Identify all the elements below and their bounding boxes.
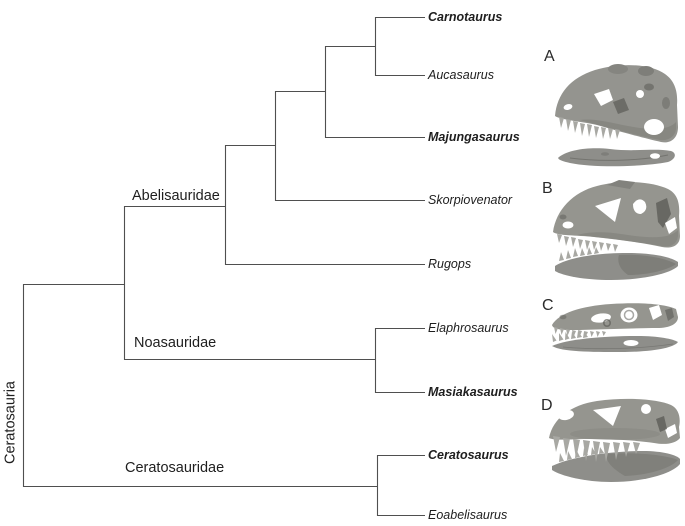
branch-root xyxy=(22,283,378,488)
taxon-label-elaphrosaurus: Elaphrosaurus xyxy=(428,321,509,335)
skull-a-image xyxy=(555,64,678,167)
skull-d-cranium xyxy=(549,398,680,462)
skull-b-image xyxy=(553,180,680,280)
panel-letter-a: A xyxy=(544,48,555,65)
skull-a-cranium xyxy=(555,64,678,143)
clade-label-ceratosauridae: Ceratosauridae xyxy=(125,460,225,476)
branch-abelisauridae-rugops xyxy=(224,144,425,266)
panel-letter-b: B xyxy=(542,180,553,197)
skull-c-lower-jaw xyxy=(552,331,678,352)
clade-label-abelisauridae: Abelisauridae xyxy=(132,188,220,204)
panel-letter-c: C xyxy=(542,297,554,314)
taxon-label-masiakasaurus: Masiakasaurus xyxy=(428,385,518,399)
branch-ceratosauridae xyxy=(376,454,425,517)
branch-skorpiovenator-node xyxy=(274,90,425,202)
skull-c-image xyxy=(552,303,678,352)
branch-abelisauroid-node xyxy=(123,205,376,361)
taxon-label-eoabelisaurus: Eoabelisaurus xyxy=(428,508,508,522)
skull-a-lower-jaw xyxy=(558,148,675,167)
taxon-label-rugops: Rugops xyxy=(428,257,472,271)
taxon-label-ceratosaurus: Ceratosaurus xyxy=(428,448,509,462)
clade-label-ceratosauria: Ceratosauria xyxy=(2,381,19,465)
panel-letter-d: D xyxy=(541,397,553,414)
taxon-label-aucasaurus: Aucasaurus xyxy=(428,68,495,82)
branch-majungasaurus-node xyxy=(324,45,425,139)
skull-d-image xyxy=(549,398,680,482)
branch-noasauridae xyxy=(374,327,425,394)
taxon-label-skorpiovenator: Skorpiovenator xyxy=(428,193,513,207)
skull-c-cranium xyxy=(552,303,678,337)
skull-d-lower-jaw xyxy=(552,447,680,482)
branch-carnotaurus-aucasaurus xyxy=(374,16,425,77)
taxon-label-carnotaurus: Carnotaurus xyxy=(428,10,503,24)
skull-b-cranium xyxy=(553,180,680,252)
skull-b-lower-jaw xyxy=(555,247,678,280)
clade-label-noasauridae: Noasauridae xyxy=(134,335,217,351)
taxon-label-majungasaurus: Majungasaurus xyxy=(428,130,520,144)
